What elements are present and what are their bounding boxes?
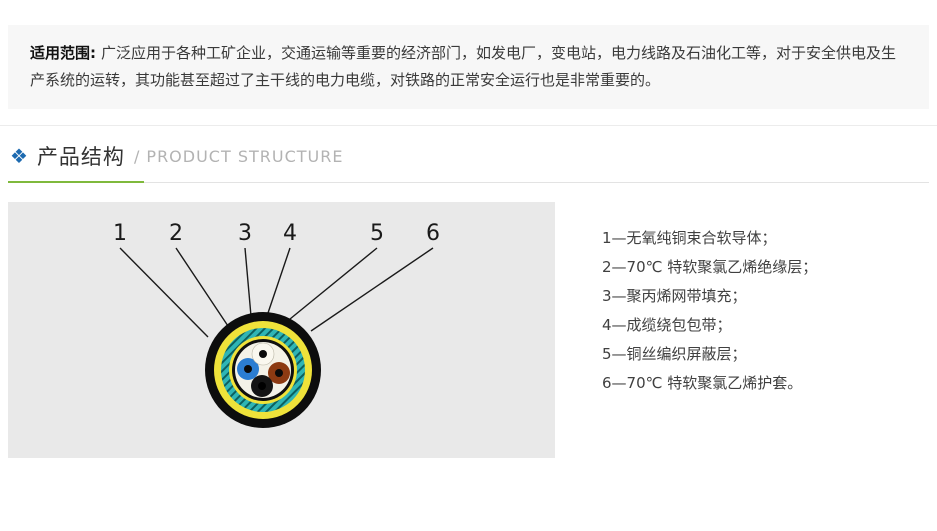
core-blue-conductor bbox=[244, 365, 252, 373]
scope-label: 适用范围: bbox=[30, 44, 96, 62]
legend-item: 4—成缆绕包包带； bbox=[602, 316, 732, 334]
legend-item: 6—70℃ 特软聚氯乙烯护套。 bbox=[602, 374, 803, 392]
leader-line-3 bbox=[244, 247, 252, 317]
legend-item: 2—70℃ 特软聚氯乙烯绝缘层； bbox=[602, 258, 818, 276]
leader-line-1 bbox=[119, 247, 209, 338]
cable-diagram-panel: 1 2 3 4 5 6 bbox=[8, 202, 555, 458]
cable-filler bbox=[235, 342, 291, 398]
legend-item: 1—无氧纯铜束合软导体； bbox=[602, 229, 777, 247]
product-structure-content: 1 2 3 4 5 6 bbox=[8, 202, 929, 458]
leader-line-6 bbox=[310, 247, 434, 332]
diagram-label-3: 3 bbox=[238, 221, 252, 246]
horizontal-divider bbox=[0, 125, 937, 126]
section-title-cn: 产品结构 bbox=[36, 145, 125, 169]
application-scope-box: 适用范围:广泛应用于各种工矿企业，交通运输等重要的经济部门，如发电厂，变电站，电… bbox=[8, 25, 929, 109]
scope-text: 广泛应用于各种工矿企业，交通运输等重要的经济部门，如发电厂，变电站，电力线路及石… bbox=[30, 44, 897, 89]
leader-line-4 bbox=[267, 247, 291, 314]
leader-lines bbox=[119, 247, 434, 338]
leader-line-5 bbox=[289, 247, 378, 320]
core-black-conductor bbox=[258, 382, 266, 390]
diagram-label-4: 4 bbox=[283, 221, 297, 246]
diagram-label-1: 1 bbox=[113, 221, 127, 246]
section-title-en: / PRODUCT STRUCTURE bbox=[133, 146, 344, 166]
legend-item: 5—铜丝编织屏蔽层； bbox=[602, 345, 747, 363]
diagram-label-6: 6 bbox=[426, 221, 440, 246]
structure-legend: 1—无氧纯铜束合软导体； 2—70℃ 特软聚氯乙烯绝缘层； 3—聚丙烯网带填充；… bbox=[602, 202, 817, 458]
title-underline bbox=[8, 181, 144, 183]
core-white-conductor bbox=[259, 350, 267, 358]
core-brown-conductor bbox=[275, 369, 283, 377]
section-header: ❖ 产品结构 / PRODUCT STRUCTURE bbox=[8, 141, 929, 183]
legend-item: 3—聚丙烯网带填充； bbox=[602, 287, 747, 305]
diamond-icon: ❖ bbox=[10, 144, 28, 168]
leader-line-2 bbox=[175, 247, 229, 327]
diagram-label-5: 5 bbox=[370, 221, 384, 246]
cable-cross-section-diagram: 1 2 3 4 5 6 bbox=[113, 221, 440, 428]
diagram-label-2: 2 bbox=[169, 221, 183, 246]
